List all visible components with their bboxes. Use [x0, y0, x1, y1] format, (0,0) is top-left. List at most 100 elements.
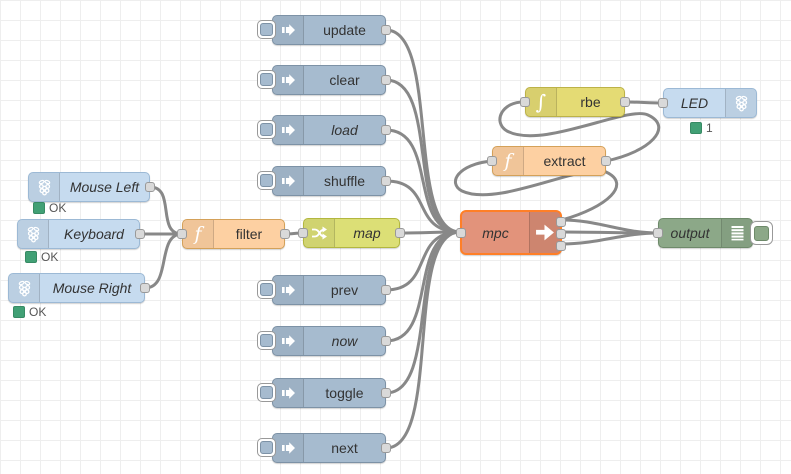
- inject-button[interactable]: [257, 438, 276, 457]
- node-label: clear: [329, 72, 360, 88]
- wire-update-to-mpc[interactable]: [384, 28, 462, 234]
- node-output[interactable]: output: [653, 218, 773, 248]
- wire-next-to-mpc[interactable]: [384, 230, 462, 450]
- node-label: output: [670, 225, 710, 241]
- output-port[interactable]: [381, 176, 391, 186]
- node-status: 1: [690, 121, 713, 135]
- wire-mpc-to-extract[interactable]: [454, 159, 619, 222]
- node-rbe[interactable]: ∫ rbe: [520, 87, 630, 117]
- inject-button[interactable]: [257, 20, 276, 39]
- input-port[interactable]: [298, 228, 308, 238]
- raspberry-pi-icon: [9, 274, 40, 302]
- output-port[interactable]: [135, 229, 145, 239]
- node-load[interactable]: load: [257, 115, 391, 145]
- inject-arrow-icon: [273, 66, 304, 94]
- raspberry-pi-icon: [29, 173, 60, 201]
- node-filter[interactable]: f filter: [177, 219, 290, 249]
- input-port[interactable]: [456, 227, 466, 238]
- debug-list-icon: [721, 219, 752, 247]
- inject-button[interactable]: [257, 383, 276, 402]
- output-port-3[interactable]: [556, 241, 566, 251]
- node-label: extract: [543, 153, 586, 169]
- status-dot-icon: [13, 306, 25, 318]
- raspberry-pi-icon: [725, 89, 756, 117]
- node-shuffle[interactable]: shuffle: [257, 166, 391, 196]
- node-next[interactable]: next: [257, 433, 391, 463]
- wire-clear-to-mpc[interactable]: [384, 78, 462, 234]
- inject-arrow-icon: [273, 379, 304, 407]
- node-map[interactable]: map: [298, 218, 405, 248]
- output-port[interactable]: [381, 336, 391, 346]
- output-port[interactable]: [280, 229, 290, 239]
- inject-button[interactable]: [257, 120, 276, 139]
- node-label: Mouse Left: [69, 179, 140, 195]
- output-port[interactable]: [381, 388, 391, 398]
- inject-button[interactable]: [257, 171, 276, 190]
- node-label: next: [331, 440, 358, 456]
- node-mouse-right[interactable]: Mouse Right: [8, 273, 150, 303]
- output-port[interactable]: [381, 443, 391, 453]
- status-dot-icon: [690, 122, 702, 134]
- wire-mouse-right-to-filter[interactable]: [143, 232, 184, 290]
- status-text: OK: [41, 250, 59, 264]
- output-port-2[interactable]: [556, 229, 566, 239]
- status-text: OK: [49, 201, 67, 215]
- node-prev[interactable]: prev: [257, 275, 391, 305]
- input-port[interactable]: [177, 229, 187, 239]
- inject-arrow-icon: [273, 116, 304, 144]
- output-port[interactable]: [381, 125, 391, 135]
- debug-toggle-button[interactable]: [750, 221, 773, 245]
- node-label: Keyboard: [64, 226, 124, 242]
- inject-arrow-icon: [273, 167, 304, 195]
- node-label: toggle: [325, 385, 364, 401]
- node-update[interactable]: update: [257, 15, 391, 45]
- input-port[interactable]: [653, 228, 663, 238]
- node-label: Mouse Right: [52, 280, 132, 296]
- status-dot-icon: [25, 251, 37, 263]
- inject-button[interactable]: [257, 70, 276, 89]
- output-port[interactable]: [140, 283, 150, 293]
- node-led[interactable]: LED: [658, 88, 757, 118]
- node-label: shuffle: [324, 173, 365, 189]
- output-port[interactable]: [601, 156, 611, 166]
- output-port[interactable]: [381, 285, 391, 295]
- output-port[interactable]: [620, 97, 630, 107]
- node-toggle[interactable]: toggle: [257, 378, 391, 408]
- input-port[interactable]: [487, 156, 497, 166]
- node-mouse-left[interactable]: Mouse Left: [28, 172, 155, 202]
- node-clear[interactable]: clear: [257, 65, 391, 95]
- wire-mpc-out3-to-output[interactable]: [560, 231, 660, 246]
- input-port[interactable]: [520, 97, 530, 107]
- status-text: OK: [29, 305, 47, 319]
- inject-button[interactable]: [257, 331, 276, 350]
- node-label: prev: [330, 282, 359, 298]
- inject-arrow-icon: [273, 16, 304, 44]
- output-port[interactable]: [395, 228, 405, 238]
- wire-load-to-mpc[interactable]: [384, 128, 462, 234]
- input-port[interactable]: [658, 98, 668, 108]
- node-status: OK: [13, 305, 46, 319]
- inject-arrow-icon: [273, 434, 304, 462]
- output-port-1[interactable]: [556, 217, 566, 227]
- node-extract[interactable]: f extract: [487, 146, 611, 176]
- inject-button[interactable]: [257, 280, 276, 299]
- output-port[interactable]: [381, 25, 391, 35]
- node-now[interactable]: now: [257, 326, 391, 356]
- node-label: mpc: [482, 224, 509, 241]
- node-keyboard[interactable]: Keyboard: [17, 219, 145, 249]
- node-label: map: [353, 225, 381, 241]
- inject-arrow-icon: [273, 276, 304, 304]
- node-label: now: [331, 333, 358, 349]
- wire-mouse-left-to-filter[interactable]: [148, 185, 184, 236]
- output-port[interactable]: [145, 182, 155, 192]
- wire-shuffle-to-mpc[interactable]: [384, 179, 462, 234]
- function-icon: f: [493, 147, 524, 175]
- node-label: update: [323, 22, 366, 38]
- node-mpc[interactable]: mpc: [456, 210, 566, 255]
- output-port[interactable]: [381, 75, 391, 85]
- rbe-step-icon: ∫: [526, 88, 557, 116]
- node-label: filter: [235, 226, 263, 242]
- wire-extract-to-rbe[interactable]: [498, 100, 661, 163]
